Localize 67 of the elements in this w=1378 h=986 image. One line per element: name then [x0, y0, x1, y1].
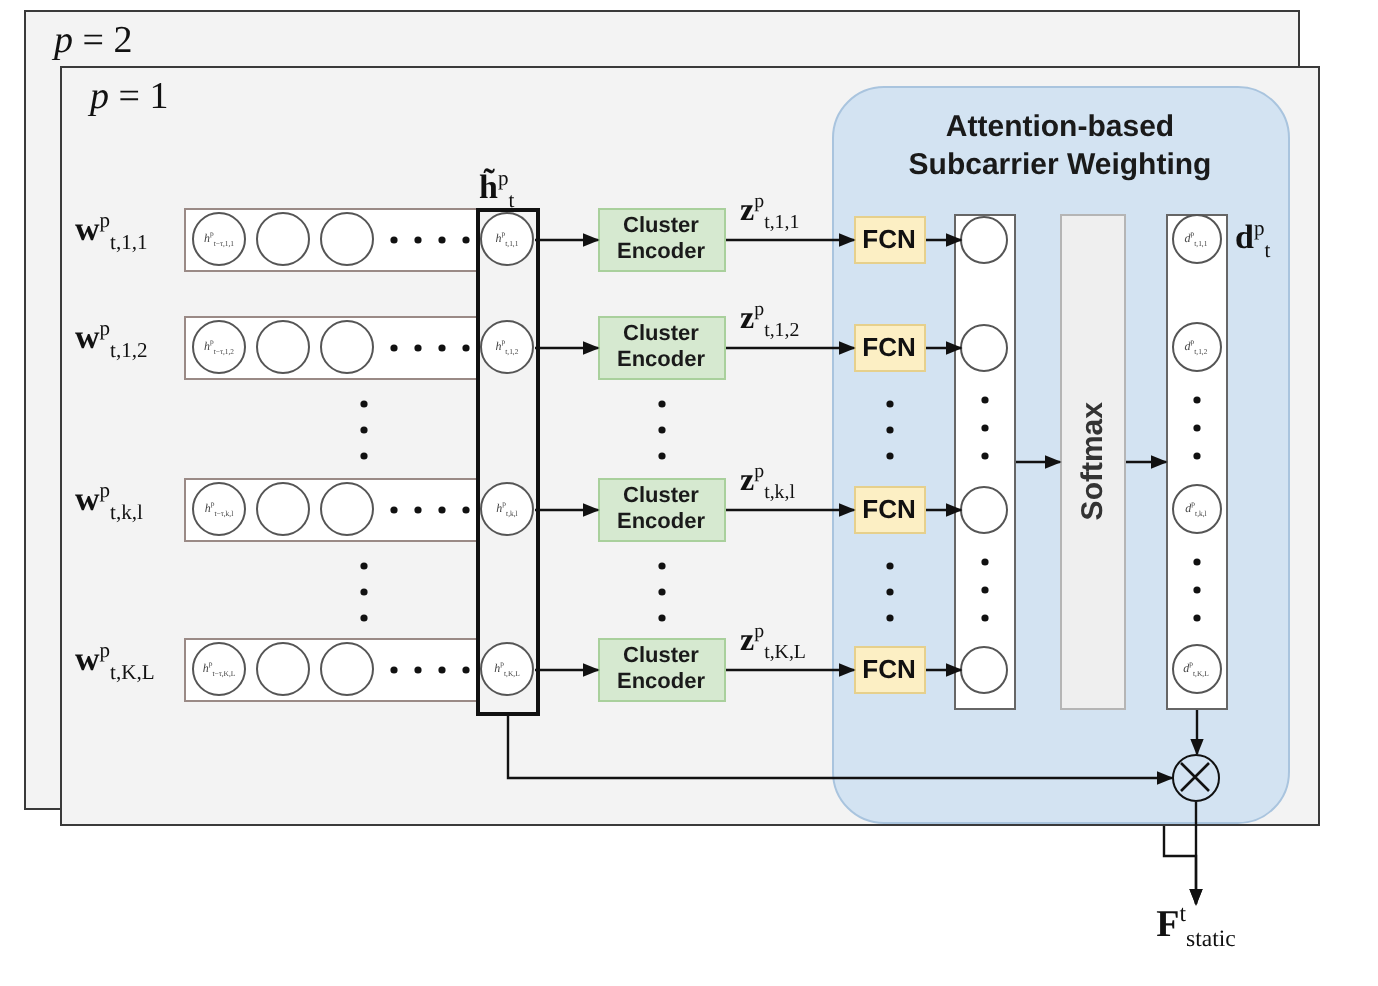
fcn-label: FCN [862, 494, 916, 524]
arrow [535, 233, 600, 247]
arrow [506, 716, 1174, 785]
arrow [726, 233, 856, 247]
fcn-box [853, 645, 925, 693]
vector-column [953, 213, 1015, 709]
neuron-circle [256, 642, 310, 696]
frame-label: p = 1 [90, 76, 169, 120]
neuron-circle [256, 320, 310, 374]
encoder-box [597, 477, 725, 541]
fcn-box [853, 485, 925, 533]
fcn-box [853, 215, 925, 263]
encoder-label: Cluster Encoder [614, 213, 707, 265]
arrow [726, 503, 856, 517]
multiply-circle [1171, 753, 1219, 801]
neuron-circle [320, 642, 374, 696]
neuron-circle [480, 212, 534, 266]
arrow [726, 341, 856, 355]
arrow [1016, 455, 1062, 469]
neuron-circle [960, 645, 1008, 693]
frame-panel [60, 66, 1320, 826]
neuron-circle [192, 482, 246, 536]
fcn-label: FCN [862, 224, 916, 254]
softmax-label: Softmax [1075, 401, 1109, 521]
neuron-circle [192, 212, 246, 266]
neuron-circle [256, 212, 310, 266]
arrow [535, 341, 600, 355]
neuron-circle [1171, 484, 1221, 534]
encoder-label: Cluster Encoder [614, 483, 707, 535]
arrow [535, 503, 600, 517]
arrow [926, 663, 963, 677]
neuron-circle [960, 215, 1008, 263]
arrow [1162, 826, 1203, 906]
attention-panel [831, 85, 1289, 823]
arrow [1126, 455, 1168, 469]
fcn-label: FCN [862, 332, 916, 362]
encoder-label: Cluster Encoder [614, 321, 707, 373]
panel-title: Attention-based Subcarrier Weighting [906, 107, 1214, 183]
neuron-circle [1171, 214, 1221, 264]
fcn-box [853, 323, 925, 371]
arrow [726, 663, 856, 677]
neuron-circle [192, 642, 246, 696]
encoder-label: Cluster Encoder [614, 643, 707, 695]
neuron-circle [480, 482, 534, 536]
neuron-circle [256, 482, 310, 536]
neuron-circle [480, 320, 534, 374]
neuron-circle [320, 212, 374, 266]
neuron-circle [960, 485, 1008, 533]
neuron-circle [480, 642, 534, 696]
encoder-box [597, 637, 725, 701]
neuron-circle [192, 320, 246, 374]
neuron-circle [320, 320, 374, 374]
arrow [926, 341, 963, 355]
neuron-circle [1171, 644, 1221, 694]
arrow [1190, 710, 1204, 756]
neuron-circle [960, 323, 1008, 371]
arrow [926, 233, 963, 247]
encoder-box [597, 315, 725, 379]
neuron-circle [320, 482, 374, 536]
softmax-bar [1059, 213, 1125, 709]
encoder-box [597, 207, 725, 271]
frame-label: p = 2 [54, 20, 133, 64]
arrow [926, 503, 963, 517]
arrow [535, 663, 600, 677]
fcn-label: FCN [862, 654, 916, 684]
frame-panel [24, 10, 1300, 66]
neuron-circle [1171, 322, 1221, 372]
